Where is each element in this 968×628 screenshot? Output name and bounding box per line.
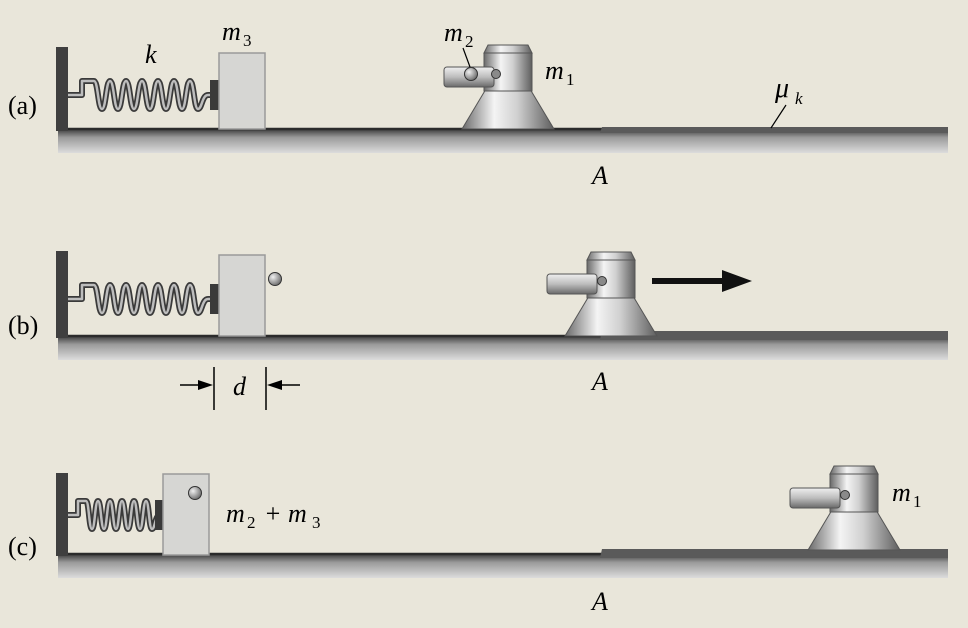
panel-c-label: (c) [8, 532, 37, 561]
distance-d-indicator [180, 367, 300, 410]
cannon-m1-a [443, 44, 555, 130]
ball-embedded-c [188, 486, 202, 500]
ball-m2-b [268, 272, 282, 286]
point-a-label-b: A [590, 367, 608, 396]
spring-c [68, 501, 164, 529]
ball-m2-a [464, 67, 478, 81]
friction-label: μ [774, 73, 789, 104]
point-a-label-c: A [590, 587, 608, 616]
wall-c [56, 473, 68, 556]
block-m3-label: m [222, 17, 241, 46]
panel-b-label: (b) [8, 311, 38, 340]
block-m3-a [218, 52, 266, 130]
panel-c: (c) m 2 + m 3 m 1 A [8, 465, 948, 616]
combined-mass-label-m: m [226, 499, 245, 528]
block-m2-m3-c [162, 473, 210, 556]
cannon-m1-label-c: m [892, 478, 911, 507]
combined-mass-sub1: 2 [247, 513, 256, 532]
cannon-m1-sub-a: 1 [566, 70, 575, 89]
ball-m2-sub: 2 [465, 32, 474, 51]
friction-sub: k [795, 89, 803, 108]
combined-mass-plus: + m [264, 499, 307, 528]
cannon-m1-label-a: m [545, 56, 564, 85]
wall-b [56, 251, 68, 338]
ball-m2-label: m [444, 18, 463, 47]
combined-mass-sub2: 3 [312, 513, 321, 532]
velocity-arrow [652, 270, 752, 292]
rough-surface-c [600, 549, 948, 558]
rough-surface-a [600, 127, 948, 133]
panel-a-label: (a) [8, 91, 37, 120]
panel-b: (b) d A [8, 251, 948, 410]
point-a-label-a: A [590, 161, 608, 190]
spring-constant-label: k [145, 40, 157, 69]
cannon-m1-c [789, 465, 901, 551]
spring-a [68, 81, 216, 109]
cannon-m1-b [546, 251, 658, 337]
distance-d-label: d [233, 372, 247, 401]
panel-a: (a) k m 3 m 2 m 1 μ k A [8, 17, 948, 190]
spring-b [68, 285, 216, 313]
block-m3-b [218, 254, 266, 337]
cannon-m1-sub-c: 1 [913, 492, 922, 511]
rough-surface-b [600, 331, 948, 340]
wall-a [56, 47, 68, 131]
block-m3-sub: 3 [243, 31, 252, 50]
